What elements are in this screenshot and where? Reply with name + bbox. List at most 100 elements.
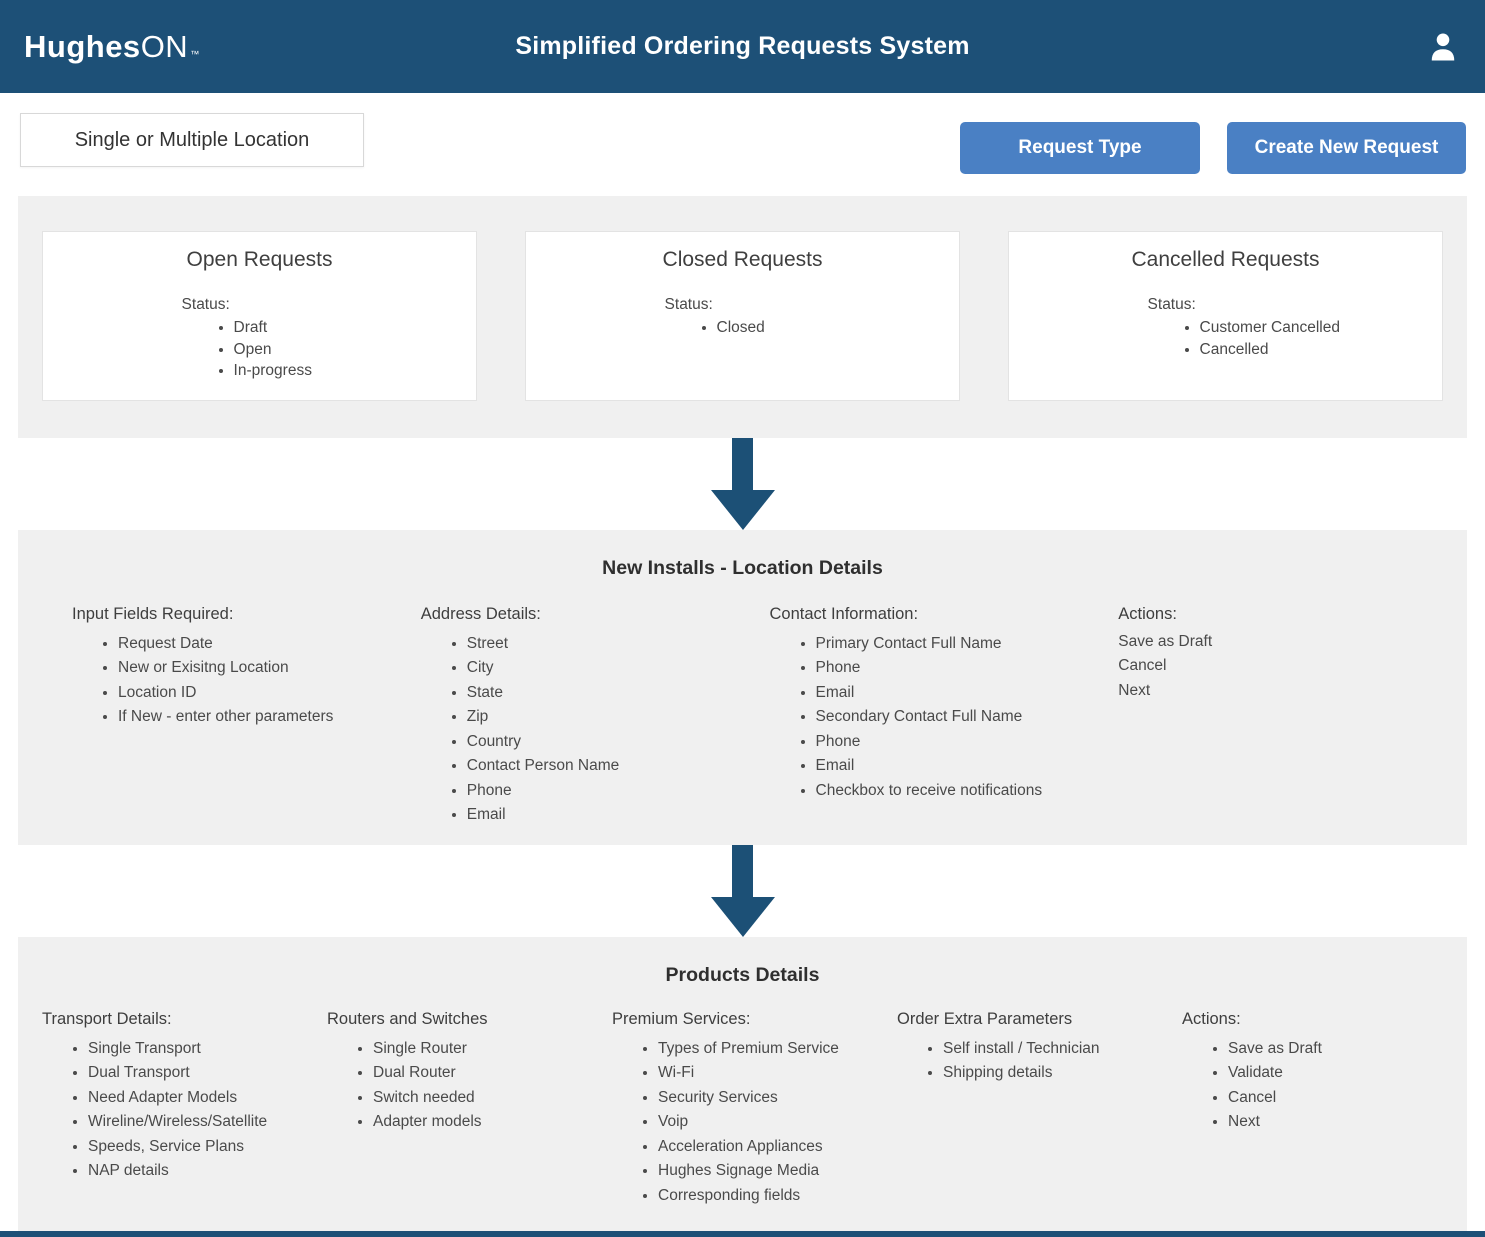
location-section-title: New Installs - Location Details	[602, 557, 883, 579]
products-columns: Transport Details: Single TransportDual T…	[18, 987, 1467, 1208]
column-item-list: Self install / TechnicianShipping detail…	[897, 1037, 1182, 1086]
products-details-section: Products Details Transport Details:Singl…	[18, 937, 1467, 1231]
status-item: Cancelled	[1200, 339, 1442, 361]
column-item: Location ID	[118, 681, 421, 705]
column-heading: Input Fields Required:	[72, 605, 234, 623]
column-item: Next	[1118, 681, 1151, 699]
column-item: Secondary Contact Full Name	[816, 705, 1119, 729]
status-item: Customer Cancelled	[1200, 317, 1442, 339]
column-item: Cancel	[1118, 657, 1167, 675]
create-new-request-button[interactable]: Create New Request	[1227, 122, 1466, 174]
column-item: Dual Router	[373, 1061, 612, 1085]
column-item: Zip	[467, 705, 770, 729]
down-arrow-icon	[710, 845, 775, 937]
column-item: Primary Contact Full Name	[816, 632, 1119, 656]
column-item: State	[467, 681, 770, 705]
column-item: Voip	[658, 1110, 897, 1134]
toolbar: Single or Multiple Location Request Type…	[0, 93, 1485, 196]
flow-column: Actions: Save as DraftValidateCancelNext	[1182, 1010, 1467, 1208]
column-item: Shipping details	[943, 1061, 1182, 1085]
column-heading: Actions:	[1118, 605, 1177, 623]
column-item: Validate	[1228, 1061, 1467, 1085]
status-list: Closed	[665, 317, 959, 339]
flow-column: Routers and SwitchesSingle RouterDual Ro…	[327, 1010, 612, 1208]
logo-brand-light: ON	[140, 28, 189, 64]
status-item: Draft	[234, 317, 476, 339]
column-item: Switch needed	[373, 1086, 612, 1110]
column-item: If New - enter other parameters	[118, 705, 421, 729]
column-item: Street	[467, 632, 770, 656]
location-details-section: New Installs - Location Details Input Fi…	[18, 530, 1467, 845]
column-item: Country	[467, 730, 770, 754]
status-label: Status:	[181, 296, 230, 313]
flow-gap-2	[0, 845, 1485, 937]
column-heading: Transport Details:	[42, 1010, 172, 1028]
column-item: Request Date	[118, 632, 421, 656]
flow-column: Order Extra ParametersSelf install / Tec…	[897, 1010, 1182, 1208]
column-item: Acceleration Appliances	[658, 1135, 897, 1159]
flow-column: Contact Information: Primary Contact Full…	[770, 605, 1119, 828]
card-title: Cancelled Requests	[1131, 248, 1320, 271]
column-item: Cancel	[1228, 1086, 1467, 1110]
flow-column: Address Details: StreetCityStateZipCountr…	[421, 605, 770, 828]
logo-brand-bold: Hughes	[24, 28, 141, 64]
column-item: Types of Premium Service	[658, 1037, 897, 1061]
column-item: Email	[816, 681, 1119, 705]
column-item: Corresponding fields	[658, 1184, 897, 1208]
column-item-list: Primary Contact Full NamePhoneEmailSecon…	[770, 632, 1119, 803]
column-item: Wi-Fi	[658, 1061, 897, 1085]
column-item: Save as Draft	[1228, 1037, 1467, 1061]
column-item: Email	[467, 803, 770, 827]
column-heading: Premium Services:	[612, 1010, 751, 1028]
column-item: Phone	[816, 656, 1119, 680]
column-item: New or Exisitng Location	[118, 656, 421, 680]
column-item: Dual Transport	[88, 1061, 327, 1085]
column-item: Speeds, Service Plans	[88, 1135, 327, 1159]
location-columns: Input Fields Required: Request DateNew or…	[18, 580, 1467, 828]
status-list: DraftOpenIn-progress	[182, 317, 476, 382]
column-item: Phone	[467, 779, 770, 803]
column-item: Single Router	[373, 1037, 612, 1061]
column-item: Single Transport	[88, 1037, 327, 1061]
column-item: Checkbox to receive notifications	[816, 779, 1119, 803]
column-item-list: StreetCityStateZipCountryContact Person …	[421, 632, 770, 828]
page-title: Simplified Ordering Requests System	[515, 32, 970, 60]
column-heading: Contact Information:	[769, 605, 919, 623]
footer-strip	[0, 1231, 1485, 1237]
column-item-list: Save as DraftValidateCancelNext	[1182, 1037, 1467, 1135]
column-item: Wireline/Wireless/Satellite	[88, 1110, 327, 1134]
column-item-list: Types of Premium ServiceWi-FiSecurity Se…	[612, 1037, 897, 1208]
flow-column: Input Fields Required: Request DateNew or…	[72, 605, 421, 828]
card-title: Open Requests	[186, 248, 333, 271]
request-type-button[interactable]: Request Type	[960, 122, 1200, 174]
column-item: NAP details	[88, 1159, 327, 1183]
status-item: In-progress	[234, 360, 476, 382]
column-item: Email	[816, 754, 1119, 778]
logo-trademark: ™	[190, 48, 200, 59]
column-heading: Actions:	[1182, 1010, 1241, 1028]
card-title: Closed Requests	[662, 248, 823, 271]
column-heading: Order Extra Parameters	[897, 1010, 1073, 1028]
column-item: City	[467, 656, 770, 680]
column-heading: Address Details:	[420, 605, 541, 623]
flow-column: Transport Details: Single TransportDual T…	[42, 1010, 327, 1208]
status-list: Customer CancelledCancelled	[1148, 317, 1442, 360]
column-item: Security Services	[658, 1086, 897, 1110]
column-item: Self install / Technician	[943, 1037, 1182, 1061]
column-item: Adapter models	[373, 1110, 612, 1134]
column-item: Next	[1228, 1110, 1467, 1134]
column-item-list: Request DateNew or Exisitng LocationLoca…	[72, 632, 421, 730]
user-icon[interactable]	[1425, 29, 1461, 65]
single-or-multiple-location-box[interactable]: Single or Multiple Location	[20, 113, 364, 167]
column-heading: Routers and Switches	[327, 1010, 488, 1028]
column-item: Phone	[816, 730, 1119, 754]
